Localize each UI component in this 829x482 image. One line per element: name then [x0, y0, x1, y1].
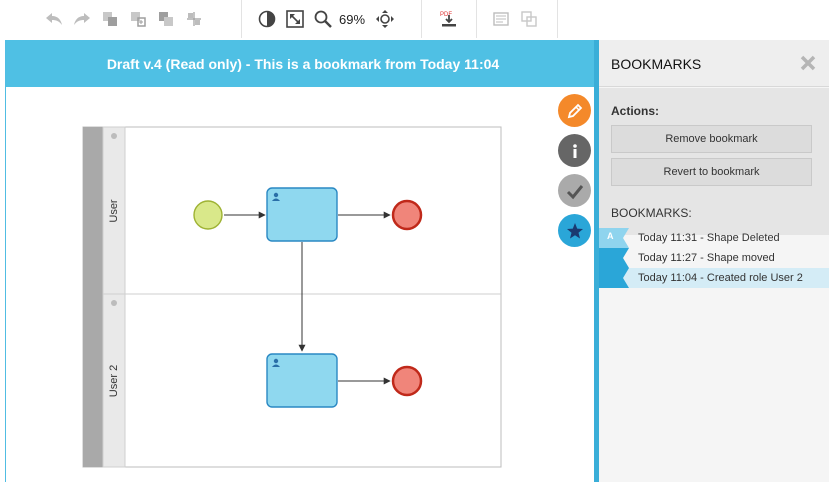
- edit-icon: [567, 103, 582, 118]
- draft-banner-text: Draft v.4 (Read only) - This is a bookma…: [106, 55, 500, 72]
- lane-label-user: User: [108, 199, 120, 223]
- user-icon: [272, 358, 280, 367]
- actions-label: Actions:: [611, 104, 659, 118]
- end-event[interactable]: [391, 199, 423, 231]
- edit-button[interactable]: [558, 94, 591, 127]
- lane-user[interactable]: [102, 126, 501, 295]
- person-icon: [111, 300, 117, 306]
- bookmark-item[interactable]: Today 11:27 - Shape moved: [599, 248, 829, 268]
- paste-icon[interactable]: [124, 5, 152, 33]
- lane-label-user-2: User 2: [108, 365, 120, 397]
- user-task[interactable]: [266, 353, 338, 408]
- person-icon: [111, 133, 117, 139]
- bookmark-label: Today 11:31 - Shape Deleted: [638, 232, 780, 244]
- close-icon[interactable]: [799, 54, 817, 72]
- export-icon[interactable]: PDF: [435, 5, 463, 33]
- view-tools: 69%: [253, 0, 399, 38]
- bookmark-item[interactable]: A Today 11:31 - Shape Deleted: [599, 228, 829, 248]
- check-icon: [566, 184, 583, 199]
- end-event[interactable]: [391, 365, 423, 397]
- pool-header: [83, 127, 103, 467]
- star-icon: [566, 222, 583, 238]
- info-icon: [572, 143, 577, 158]
- bookmark-flag-icon: [599, 228, 629, 248]
- undo-icon[interactable]: [40, 5, 68, 33]
- user-icon: [272, 192, 280, 201]
- toolbar-divider: [557, 0, 558, 38]
- move-icon[interactable]: [371, 5, 399, 33]
- info-button[interactable]: [558, 134, 591, 167]
- panel-divider: [594, 40, 599, 482]
- revert-bookmark-button[interactable]: Revert to bookmark: [611, 158, 812, 186]
- start-event[interactable]: [193, 200, 223, 230]
- user-task[interactable]: [266, 187, 338, 242]
- bookmark-item-selected[interactable]: Today 11:04 - Created role User 2: [599, 268, 829, 288]
- zoom-level: 69%: [339, 11, 366, 27]
- bookmarks-list-label: BOOKMARKS:: [611, 206, 692, 220]
- toolbar: 69% PDF: [0, 0, 829, 38]
- notes-icon[interactable]: [487, 5, 515, 33]
- panel-title: BOOKMARKS: [611, 56, 702, 72]
- diagram-canvas[interactable]: Draft v.4 (Read only) - This is a bookma…: [5, 40, 600, 482]
- doc-tools: [487, 0, 543, 38]
- bookmark-label: Today 11:27 - Shape moved: [638, 252, 775, 264]
- toolbar-divider: [421, 0, 422, 38]
- clone-icon[interactable]: [515, 5, 543, 33]
- copy-icon[interactable]: [96, 5, 124, 33]
- bookmark-badge: A: [607, 231, 614, 241]
- cut-icon[interactable]: [152, 5, 180, 33]
- edit-tools: [40, 0, 208, 38]
- check-button[interactable]: [558, 174, 591, 207]
- zoom-icon[interactable]: [309, 5, 337, 33]
- bookmarks-panel-header: BOOKMARKS: [599, 40, 829, 87]
- bookmark-flag-icon: [599, 268, 629, 288]
- remove-bookmark-button[interactable]: Remove bookmark: [611, 125, 812, 153]
- draft-banner: Draft v.4 (Read only) - This is a bookma…: [6, 40, 600, 87]
- process-diagram: User User 2: [82, 126, 502, 468]
- svg-text:PDF: PDF: [440, 12, 452, 18]
- toolbar-divider: [476, 0, 477, 38]
- toggle-contrast-icon[interactable]: [253, 5, 281, 33]
- fit-icon[interactable]: [281, 5, 309, 33]
- pool[interactable]: [82, 126, 502, 468]
- bookmarks-panel: BOOKMARKS Actions: Remove bookmark Rever…: [599, 40, 829, 482]
- redo-icon[interactable]: [68, 5, 96, 33]
- bookmark-button[interactable]: [558, 214, 591, 247]
- lane-user-2[interactable]: [102, 293, 126, 468]
- bookmark-label: Today 11:04 - Created role User 2: [638, 272, 803, 284]
- toolbar-divider: [241, 0, 242, 38]
- export-tools: PDF: [435, 0, 463, 38]
- actions-section: Actions: Remove bookmark Revert to bookm…: [599, 88, 829, 235]
- delete-icon[interactable]: [180, 5, 208, 33]
- bookmark-flag-icon: [599, 248, 629, 268]
